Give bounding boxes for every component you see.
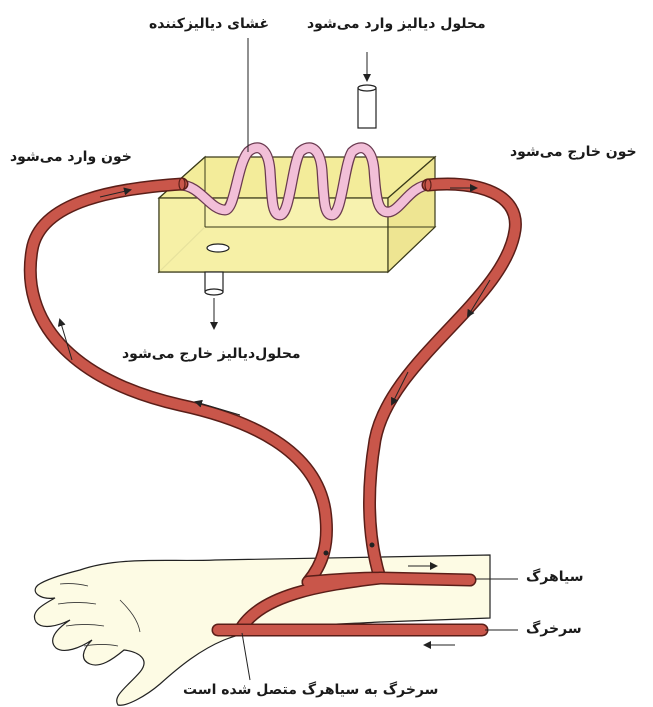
solution-inlet-tube [358, 85, 376, 128]
solution-out-label: محلول‌دیالیز خارج می‌شود [122, 347, 301, 361]
solution-outlet-tube [205, 272, 223, 295]
outlet-hole [207, 244, 229, 252]
connection-label: سرخرگ به سیاهرگ متصل شده است [183, 683, 438, 697]
membrane-label: غشای دیالیزکننده [149, 17, 269, 31]
artery-label: سرخرگ [526, 622, 582, 636]
inlet-joint [179, 178, 185, 190]
blood-out-label: خون خارج می‌شود [510, 145, 637, 159]
leader-connection [242, 633, 250, 680]
vein-label: سیاهرگ [526, 570, 584, 584]
solution-in-label: محلول دیالیز وارد می‌شود [307, 17, 486, 31]
outlet-joint [425, 179, 431, 191]
dialyzer-box [159, 85, 435, 295]
needle-dot-left [324, 551, 329, 556]
needle-dot-right [370, 543, 375, 548]
blood-in-label: خون وارد می‌شود [10, 150, 132, 164]
